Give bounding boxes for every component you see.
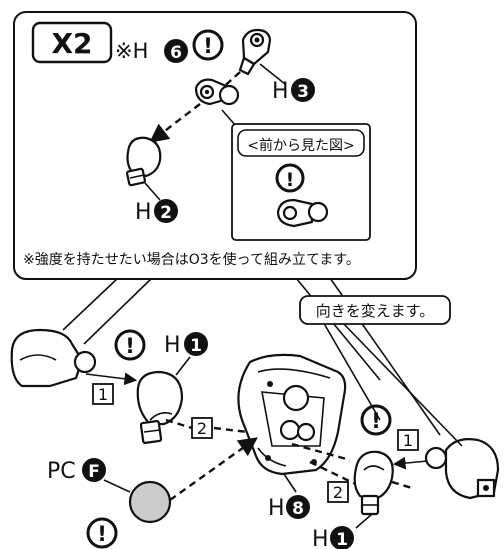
svg-text:2: 2 bbox=[197, 419, 207, 438]
svg-text:!: ! bbox=[203, 34, 213, 58]
front-view-inset: <前から見た図> ! bbox=[222, 110, 370, 240]
left-insert-arrow bbox=[86, 374, 134, 380]
callout-pointer-left-2 bbox=[84, 278, 152, 344]
caution-icon: ! bbox=[88, 519, 116, 547]
ball-socket-part-h1-top bbox=[138, 372, 182, 443]
svg-text:!: ! bbox=[97, 522, 107, 546]
step-box-2-left: 2 bbox=[192, 418, 212, 438]
change-direction-label: 向きを変えます。 bbox=[316, 302, 435, 320]
right-socket-path bbox=[392, 482, 412, 488]
clear-sphere-part-pc-f bbox=[130, 482, 170, 522]
h8-prefix: H bbox=[268, 496, 285, 521]
part-number-h8: 8 bbox=[286, 495, 310, 519]
h6-number: 6 bbox=[170, 43, 182, 63]
svg-text:2: 2 bbox=[333, 483, 343, 502]
svg-text:!: ! bbox=[125, 334, 135, 358]
svg-text:F: F bbox=[88, 462, 100, 482]
h8-leader bbox=[284, 474, 296, 492]
pc-f-leader bbox=[104, 480, 130, 492]
main-body-part-h8 bbox=[238, 355, 345, 474]
caution-icon: ! bbox=[116, 331, 144, 359]
part-number-h1-top: 1 bbox=[184, 332, 208, 356]
pc-prefix: PC bbox=[47, 459, 76, 484]
svg-text:1: 1 bbox=[403, 431, 413, 450]
step-box-2-right: 2 bbox=[328, 482, 348, 502]
h1-top-prefix: H bbox=[164, 333, 181, 358]
svg-text:1: 1 bbox=[98, 385, 108, 404]
h1-bottom-prefix: H bbox=[312, 527, 329, 549]
svg-text:8: 8 bbox=[292, 499, 304, 519]
h2-prefix: H bbox=[135, 200, 152, 225]
svg-text:2: 2 bbox=[160, 203, 172, 223]
part-number-pc-f: F bbox=[82, 458, 106, 482]
right-wrist-part bbox=[426, 439, 498, 498]
front-view-label: <前から見た図> bbox=[247, 137, 354, 154]
multiplier-label: X2 bbox=[51, 27, 92, 60]
svg-text:1: 1 bbox=[190, 336, 202, 356]
note-star-h-label: ※H bbox=[115, 39, 148, 63]
multiplier-badge: X2 bbox=[33, 23, 111, 62]
step-box-1-left: 1 bbox=[93, 384, 113, 404]
h1-bottom-leader bbox=[356, 514, 372, 528]
h1-top-leader bbox=[176, 357, 190, 375]
svg-text:3: 3 bbox=[297, 82, 309, 102]
svg-text:!: ! bbox=[286, 169, 295, 191]
step-box-1-right: 1 bbox=[398, 430, 418, 450]
h3-prefix: H bbox=[272, 79, 289, 104]
caution-icon: ! bbox=[194, 31, 222, 59]
ball-socket-part-h1-bottom bbox=[355, 452, 393, 514]
left-wrist-part bbox=[12, 330, 95, 386]
callout-pointer-left bbox=[63, 278, 118, 330]
part-number-h3: 3 bbox=[291, 78, 315, 102]
part-number-h6: 6 bbox=[164, 39, 188, 63]
part-number-h1-bottom: 1 bbox=[330, 526, 354, 549]
strength-note: ※強度を持たせたい場合はO3を使って組み立てます。 bbox=[23, 251, 360, 268]
svg-text:1: 1 bbox=[336, 530, 348, 549]
part-number-h2: 2 bbox=[154, 199, 178, 223]
pc-f-insert-arrow bbox=[170, 440, 254, 500]
caution-icon: ! bbox=[362, 406, 390, 434]
caution-icon: ! bbox=[277, 165, 303, 191]
left-assembly-path bbox=[166, 420, 192, 428]
